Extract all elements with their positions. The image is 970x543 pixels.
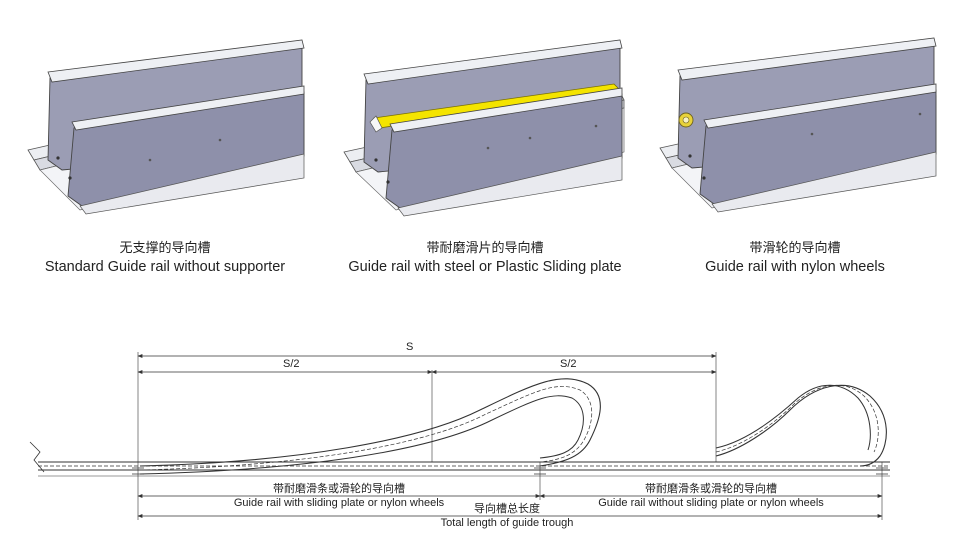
caption-sliding-plate-en: Guide rail with steel or Plastic Sliding… [348, 259, 622, 275]
caption-sliding-plate-zh: 带耐磨滑片的导向槽 [426, 241, 544, 256]
rail-standard [27, 39, 305, 215]
dim-s-label: S [406, 341, 413, 353]
right-section-zh: 带耐磨滑条或滑轮的导向槽 [645, 481, 777, 495]
dim-half-left-label: S/2 [283, 358, 300, 370]
rail-sliding-plate [343, 39, 625, 217]
total-length-en: Total length of guide trough [441, 517, 574, 529]
caption-nylon-wheels: 带滑轮的导向槽 Guide rail with nylon wheels [680, 240, 910, 276]
right-section-en: Guide rail without sliding plate or nylo… [598, 497, 824, 509]
dim-half-right-label: S/2 [560, 358, 577, 370]
caption-nylon-wheels-en: Guide rail with nylon wheels [705, 259, 885, 275]
caption-standard-zh: 无支撑的导向槽 [119, 241, 211, 256]
caption-sliding-plate: 带耐磨滑片的导向槽 Guide rail with steel or Plast… [330, 240, 640, 276]
total-length-zh: 导向槽总长度 [474, 501, 540, 515]
caption-standard: 无支撑的导向槽 Standard Guide rail without supp… [20, 240, 310, 276]
caption-nylon-wheels-zh: 带滑轮的导向槽 [749, 241, 841, 256]
rail-nylon-wheels [659, 37, 937, 213]
layout-diagram [29, 352, 890, 520]
caption-standard-en: Standard Guide rail without supporter [44, 259, 286, 275]
left-section-zh: 带耐磨滑条或滑轮的导向槽 [273, 481, 405, 495]
left-section-en: Guide rail with sliding plate or nylon w… [234, 497, 445, 509]
